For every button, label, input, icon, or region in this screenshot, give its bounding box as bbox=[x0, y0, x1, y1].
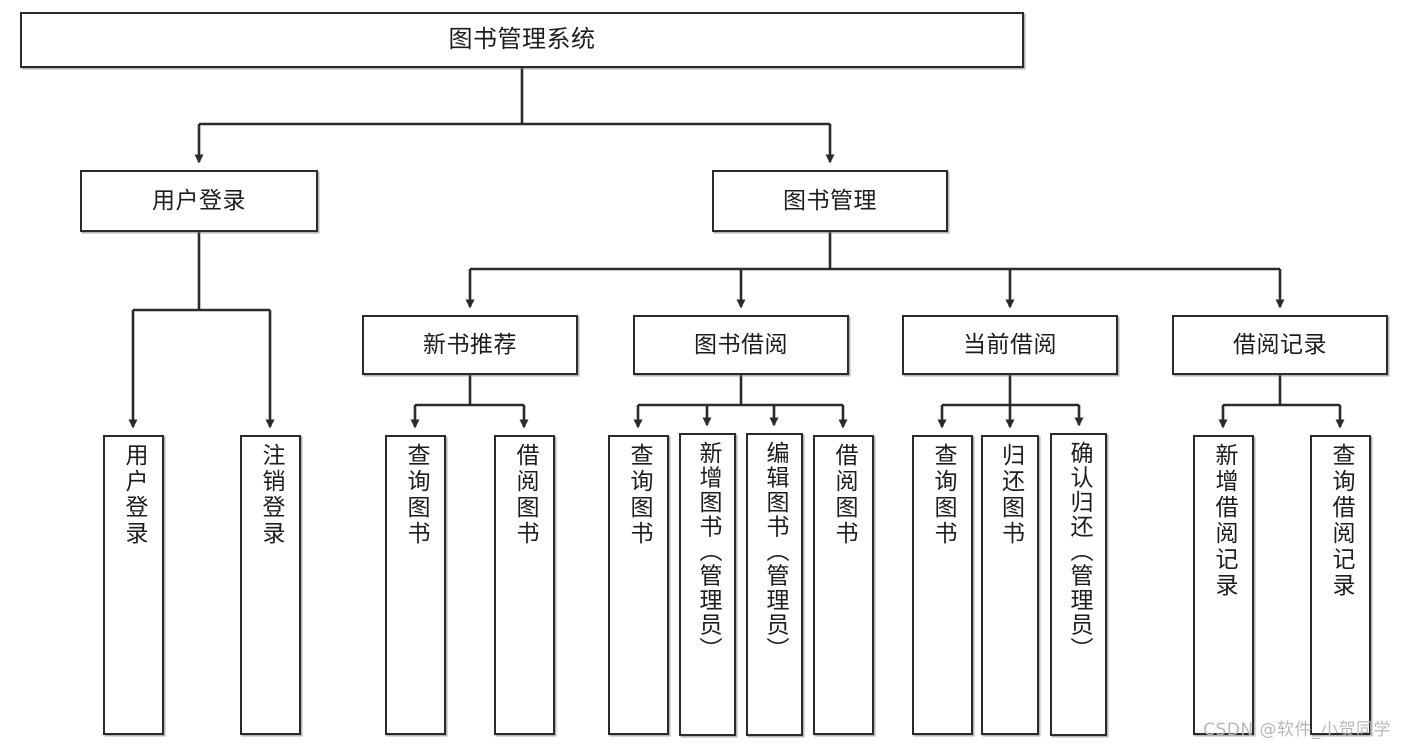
leaf-query-book-recommend[interactable]: 查询图书 bbox=[385, 435, 446, 735]
node-label: 图书管理系统 bbox=[448, 25, 596, 54]
leaf-borrow-book[interactable]: 借阅图书 bbox=[813, 435, 874, 735]
node-label: 当前借阅 bbox=[963, 331, 1057, 358]
node-label: 图书管理 bbox=[783, 187, 877, 214]
node-new-book-recommend[interactable]: 新书推荐 bbox=[362, 315, 578, 375]
leaf-add-borrow-record[interactable]: 新增借阅记录 bbox=[1193, 435, 1254, 735]
leaf-logout[interactable]: 注销登录 bbox=[240, 435, 301, 735]
node-label: 新增图书（管理员） bbox=[695, 441, 721, 662]
node-label: 图书借阅 bbox=[694, 331, 788, 358]
node-label: 借阅记录 bbox=[1233, 331, 1327, 358]
leaf-user-login[interactable]: 用户登录 bbox=[103, 435, 164, 735]
node-label: 用户登录 bbox=[121, 443, 147, 547]
node-book-management[interactable]: 图书管理 bbox=[712, 170, 948, 232]
node-label: 注销登录 bbox=[258, 443, 284, 547]
node-label: 借阅图书 bbox=[831, 443, 857, 547]
node-label: 用户登录 bbox=[152, 187, 246, 214]
leaf-confirm-return-admin[interactable]: 确认归还（管理员） bbox=[1050, 433, 1107, 736]
node-book-borrow[interactable]: 图书借阅 bbox=[633, 315, 849, 375]
node-label: 新书推荐 bbox=[423, 331, 517, 358]
node-label: 新增借阅记录 bbox=[1211, 443, 1237, 599]
leaf-query-borrow-record[interactable]: 查询借阅记录 bbox=[1310, 435, 1371, 735]
node-root-system[interactable]: 图书管理系统 bbox=[20, 12, 1024, 68]
leaf-return-book[interactable]: 归还图书 bbox=[981, 435, 1039, 735]
node-label: 查询图书 bbox=[930, 443, 956, 547]
node-label: 查询图书 bbox=[626, 443, 652, 547]
node-current-borrow[interactable]: 当前借阅 bbox=[902, 315, 1118, 375]
node-user-login[interactable]: 用户登录 bbox=[80, 170, 318, 232]
node-borrow-record[interactable]: 借阅记录 bbox=[1172, 315, 1388, 375]
leaf-edit-book-admin[interactable]: 编辑图书（管理员） bbox=[746, 433, 803, 736]
node-label: 归还图书 bbox=[997, 443, 1024, 547]
node-label: 查询借阅记录 bbox=[1328, 443, 1354, 599]
node-label: 确认归还（管理员） bbox=[1066, 441, 1092, 662]
leaf-query-book-current[interactable]: 查询图书 bbox=[912, 435, 973, 735]
leaf-add-book-admin[interactable]: 新增图书（管理员） bbox=[679, 433, 736, 736]
csdn-watermark: CSDN @软件_小贺同学 bbox=[1203, 720, 1391, 740]
node-label: 查询图书 bbox=[403, 443, 429, 547]
leaf-query-book-borrow[interactable]: 查询图书 bbox=[608, 435, 669, 735]
node-label: 借阅图书 bbox=[512, 443, 538, 547]
node-label: 编辑图书（管理员） bbox=[762, 441, 788, 662]
leaf-borrow-book-recommend[interactable]: 借阅图书 bbox=[494, 435, 555, 735]
